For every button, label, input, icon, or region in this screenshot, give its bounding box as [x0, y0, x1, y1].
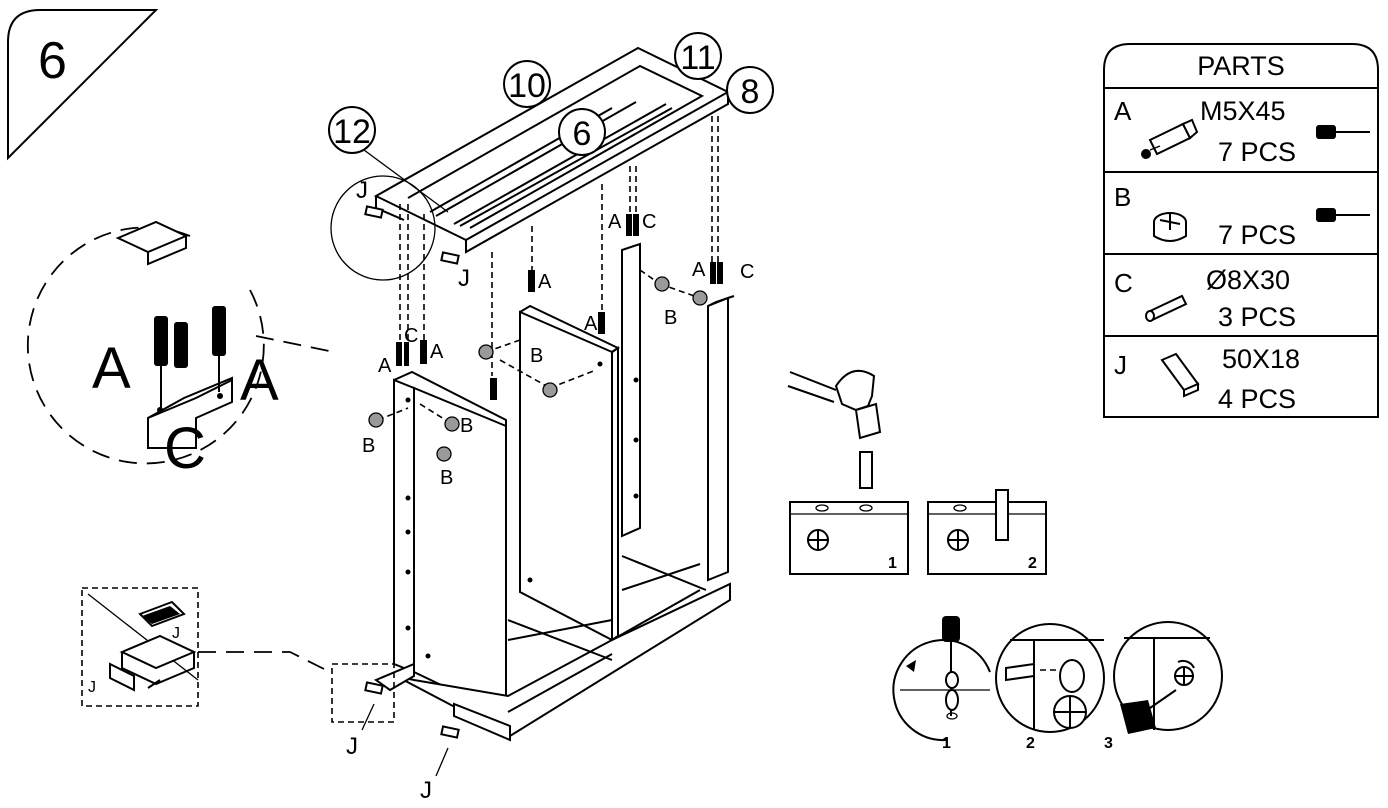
label-j: J: [172, 625, 180, 642]
detail-fittings: A A C: [26, 220, 335, 481]
step-badge: 6: [7, 9, 159, 161]
detail-label-c: C: [164, 416, 206, 481]
label-b: B: [530, 345, 543, 367]
parts-letter-a: A: [1114, 96, 1132, 126]
label-j: J: [346, 733, 358, 760]
callout-12: 12: [328, 106, 449, 213]
label-a: A: [378, 355, 392, 377]
detail-leveler-pad: J J: [81, 587, 331, 707]
step-number: 6: [38, 32, 67, 90]
svg-text:12: 12: [333, 113, 371, 151]
label-c: C: [642, 211, 656, 233]
svg-text:8: 8: [741, 73, 760, 111]
leveler-pad-icon: [1160, 352, 1200, 398]
step-1-label: 1: [888, 555, 897, 572]
label-a: A: [608, 211, 622, 233]
parts-title: PARTS: [1197, 51, 1285, 81]
cabinet-assembly: A C A A A B A C A C B B B B J J J J 10 1…: [328, 32, 774, 804]
callout-10: 10: [503, 60, 551, 108]
label-a: A: [538, 271, 552, 293]
svg-text:11: 11: [680, 39, 715, 77]
parts-letter-c: C: [1114, 268, 1133, 298]
detail-label-a: A: [240, 348, 279, 413]
label-b: B: [460, 415, 473, 437]
hammer-step: 1 2: [787, 369, 1047, 575]
parts-letter-j: J: [1114, 350, 1127, 380]
label-j: J: [88, 679, 96, 696]
svg-text:6: 6: [573, 115, 592, 153]
label-b: B: [440, 467, 453, 489]
parts-qty-a: 7 PCS: [1218, 137, 1296, 167]
label-j: J: [458, 265, 470, 292]
parts-spec-j: 50X18: [1222, 344, 1300, 374]
cam-lock-steps: 1 2 3: [892, 616, 1223, 752]
callout-6: 6: [558, 108, 606, 156]
cam-lock-icon: [1153, 212, 1187, 242]
parts-qty-c: 3 PCS: [1218, 302, 1296, 332]
dowel-icon: [1145, 294, 1188, 322]
parts-spec-c: Ø8X30: [1206, 265, 1290, 295]
callout-8: 8: [726, 66, 774, 114]
label-a: A: [430, 341, 444, 363]
label-c: C: [404, 325, 418, 347]
detail-label-a: A: [92, 336, 131, 401]
label-b: B: [362, 435, 375, 457]
cam-fittings: [368, 276, 708, 462]
step-1-label: 1: [942, 735, 951, 752]
step-3-label: 3: [1104, 735, 1113, 752]
callout-11: 11: [674, 32, 722, 80]
label-j: J: [420, 777, 432, 803]
label-b: B: [664, 307, 677, 329]
screwdriver-icon: [1316, 208, 1370, 222]
parts-qty-j: 4 PCS: [1218, 384, 1296, 414]
step-2-label: 2: [1028, 555, 1037, 572]
label-j: J: [356, 177, 368, 204]
label-a: A: [692, 259, 706, 281]
parts-spec-a: M5X45: [1200, 96, 1286, 126]
screwdriver-icon: [1316, 125, 1370, 139]
parts-qty-b: 7 PCS: [1218, 220, 1296, 250]
svg-text:10: 10: [508, 67, 546, 105]
label-c: C: [740, 261, 754, 283]
label-a: A: [584, 313, 598, 335]
parts-table: PARTS A M5X45 7 PCS B 7 PCS C: [1103, 43, 1379, 418]
parts-letter-b: B: [1114, 182, 1131, 212]
step-2-label: 2: [1026, 735, 1035, 752]
bolt-icon: [1141, 118, 1199, 159]
